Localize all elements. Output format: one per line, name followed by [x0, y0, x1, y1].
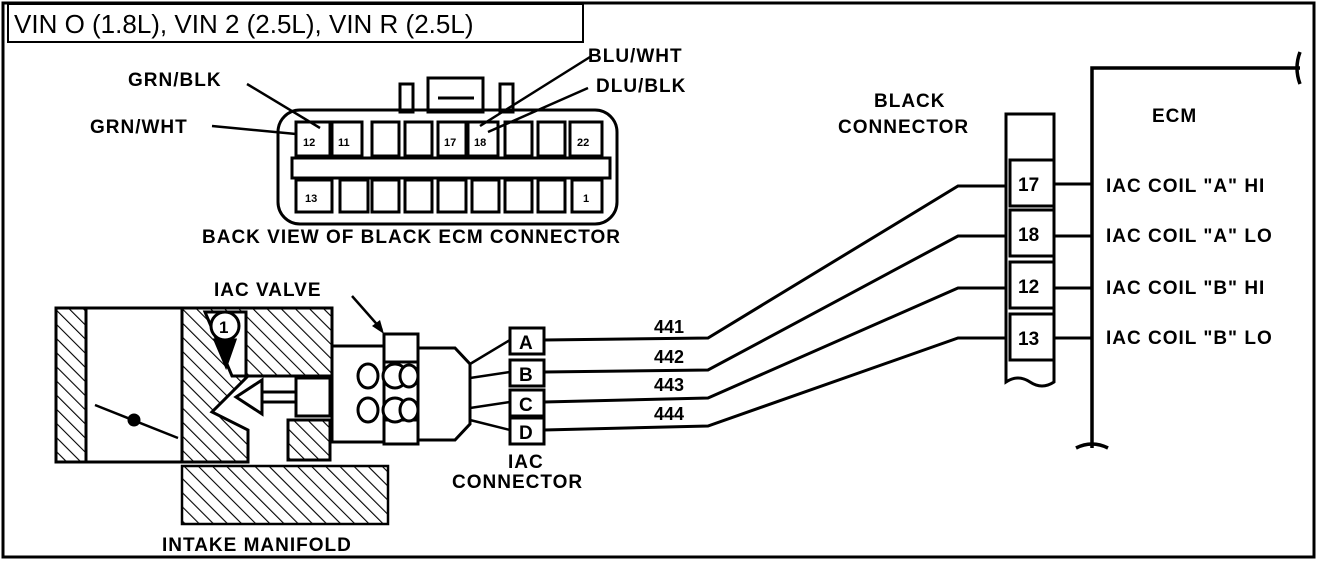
label-grn-wht: GRN/WHT — [90, 117, 188, 138]
harness-wires — [543, 184, 1010, 432]
black-connector-label-2: CONNECTOR — [838, 117, 969, 138]
diagram-title: VIN O (1.8L), VIN 2 (2.5L), VIN R (2.5L) — [14, 9, 473, 39]
label-blu-blk: DLU/BLK — [596, 76, 686, 97]
ecm-connector-back-view — [276, 76, 619, 226]
ecm-boundary — [1075, 51, 1302, 450]
title-box: VIN O (1.8L), VIN 2 (2.5L), VIN R (2.5L) — [7, 3, 584, 43]
ecm-stub-lines — [1054, 182, 1092, 340]
ecm-connector-cavity-numbers: 12 11 17 18 22 13 1 — [303, 137, 589, 205]
iac-pin-b: B — [519, 365, 533, 386]
circuit-443: 443 — [654, 375, 684, 395]
cavity-11: 11 — [338, 137, 350, 149]
iac-pin-a: A — [519, 333, 533, 354]
black-connector-pin-17: 17 — [1018, 175, 1039, 196]
wire-color-callouts — [211, 55, 591, 136]
ecm-terminal-a-hi: IAC COIL "A" HI — [1106, 176, 1265, 197]
iac-pin-c: C — [519, 395, 533, 416]
circuit-441: 441 — [654, 317, 684, 337]
ecm-terminal-a-lo: IAC COIL "A" LO — [1106, 226, 1273, 247]
ecm-label: ECM — [1152, 106, 1197, 127]
circuit-442: 442 — [654, 347, 684, 367]
iac-connector — [508, 326, 546, 446]
intake-manifold-label: INTAKE MANIFOLD — [162, 535, 352, 556]
black-connector-label-1: BLACK — [874, 91, 946, 112]
wire-443 — [543, 286, 1010, 404]
wire-442 — [543, 234, 1010, 374]
cavity-13: 13 — [305, 193, 317, 205]
iac-valve-label: IAC VALVE — [214, 280, 322, 301]
cavity-18: 18 — [474, 137, 486, 149]
cavity-17: 17 — [444, 137, 456, 149]
throttle-body — [54, 306, 334, 464]
label-blu-wht: BLU/WHT — [588, 46, 683, 67]
black-connector-pin-13: 13 — [1018, 329, 1039, 350]
black-connector-pin-12: 12 — [1018, 277, 1039, 298]
black-connector-pin-18: 18 — [1018, 225, 1039, 246]
intake-manifold — [180, 464, 390, 526]
iac-callout-number: 1 — [219, 318, 228, 337]
iac-valve-body — [330, 332, 472, 446]
valve-leads — [469, 338, 511, 432]
iac-connector-label-2: CONNECTOR — [452, 472, 583, 493]
ecm-terminal-b-hi: IAC COIL "B" HI — [1106, 278, 1265, 299]
wire-444 — [543, 336, 1010, 432]
circuit-444: 444 — [654, 404, 684, 424]
ecm-terminal-b-lo: IAC COIL "B" LO — [1106, 328, 1273, 349]
cavity-12: 12 — [303, 137, 315, 149]
label-grn-blk: GRN/BLK — [128, 70, 222, 91]
connector-view-caption: BACK VIEW OF BLACK ECM CONNECTOR — [202, 227, 621, 248]
cavity-1: 1 — [583, 193, 589, 205]
iac-connector-label-1: IAC — [508, 452, 544, 473]
wire-441 — [543, 184, 1010, 342]
iac-pin-d: D — [519, 423, 533, 444]
cavity-22: 22 — [577, 137, 589, 149]
black-connector — [1004, 112, 1056, 388]
